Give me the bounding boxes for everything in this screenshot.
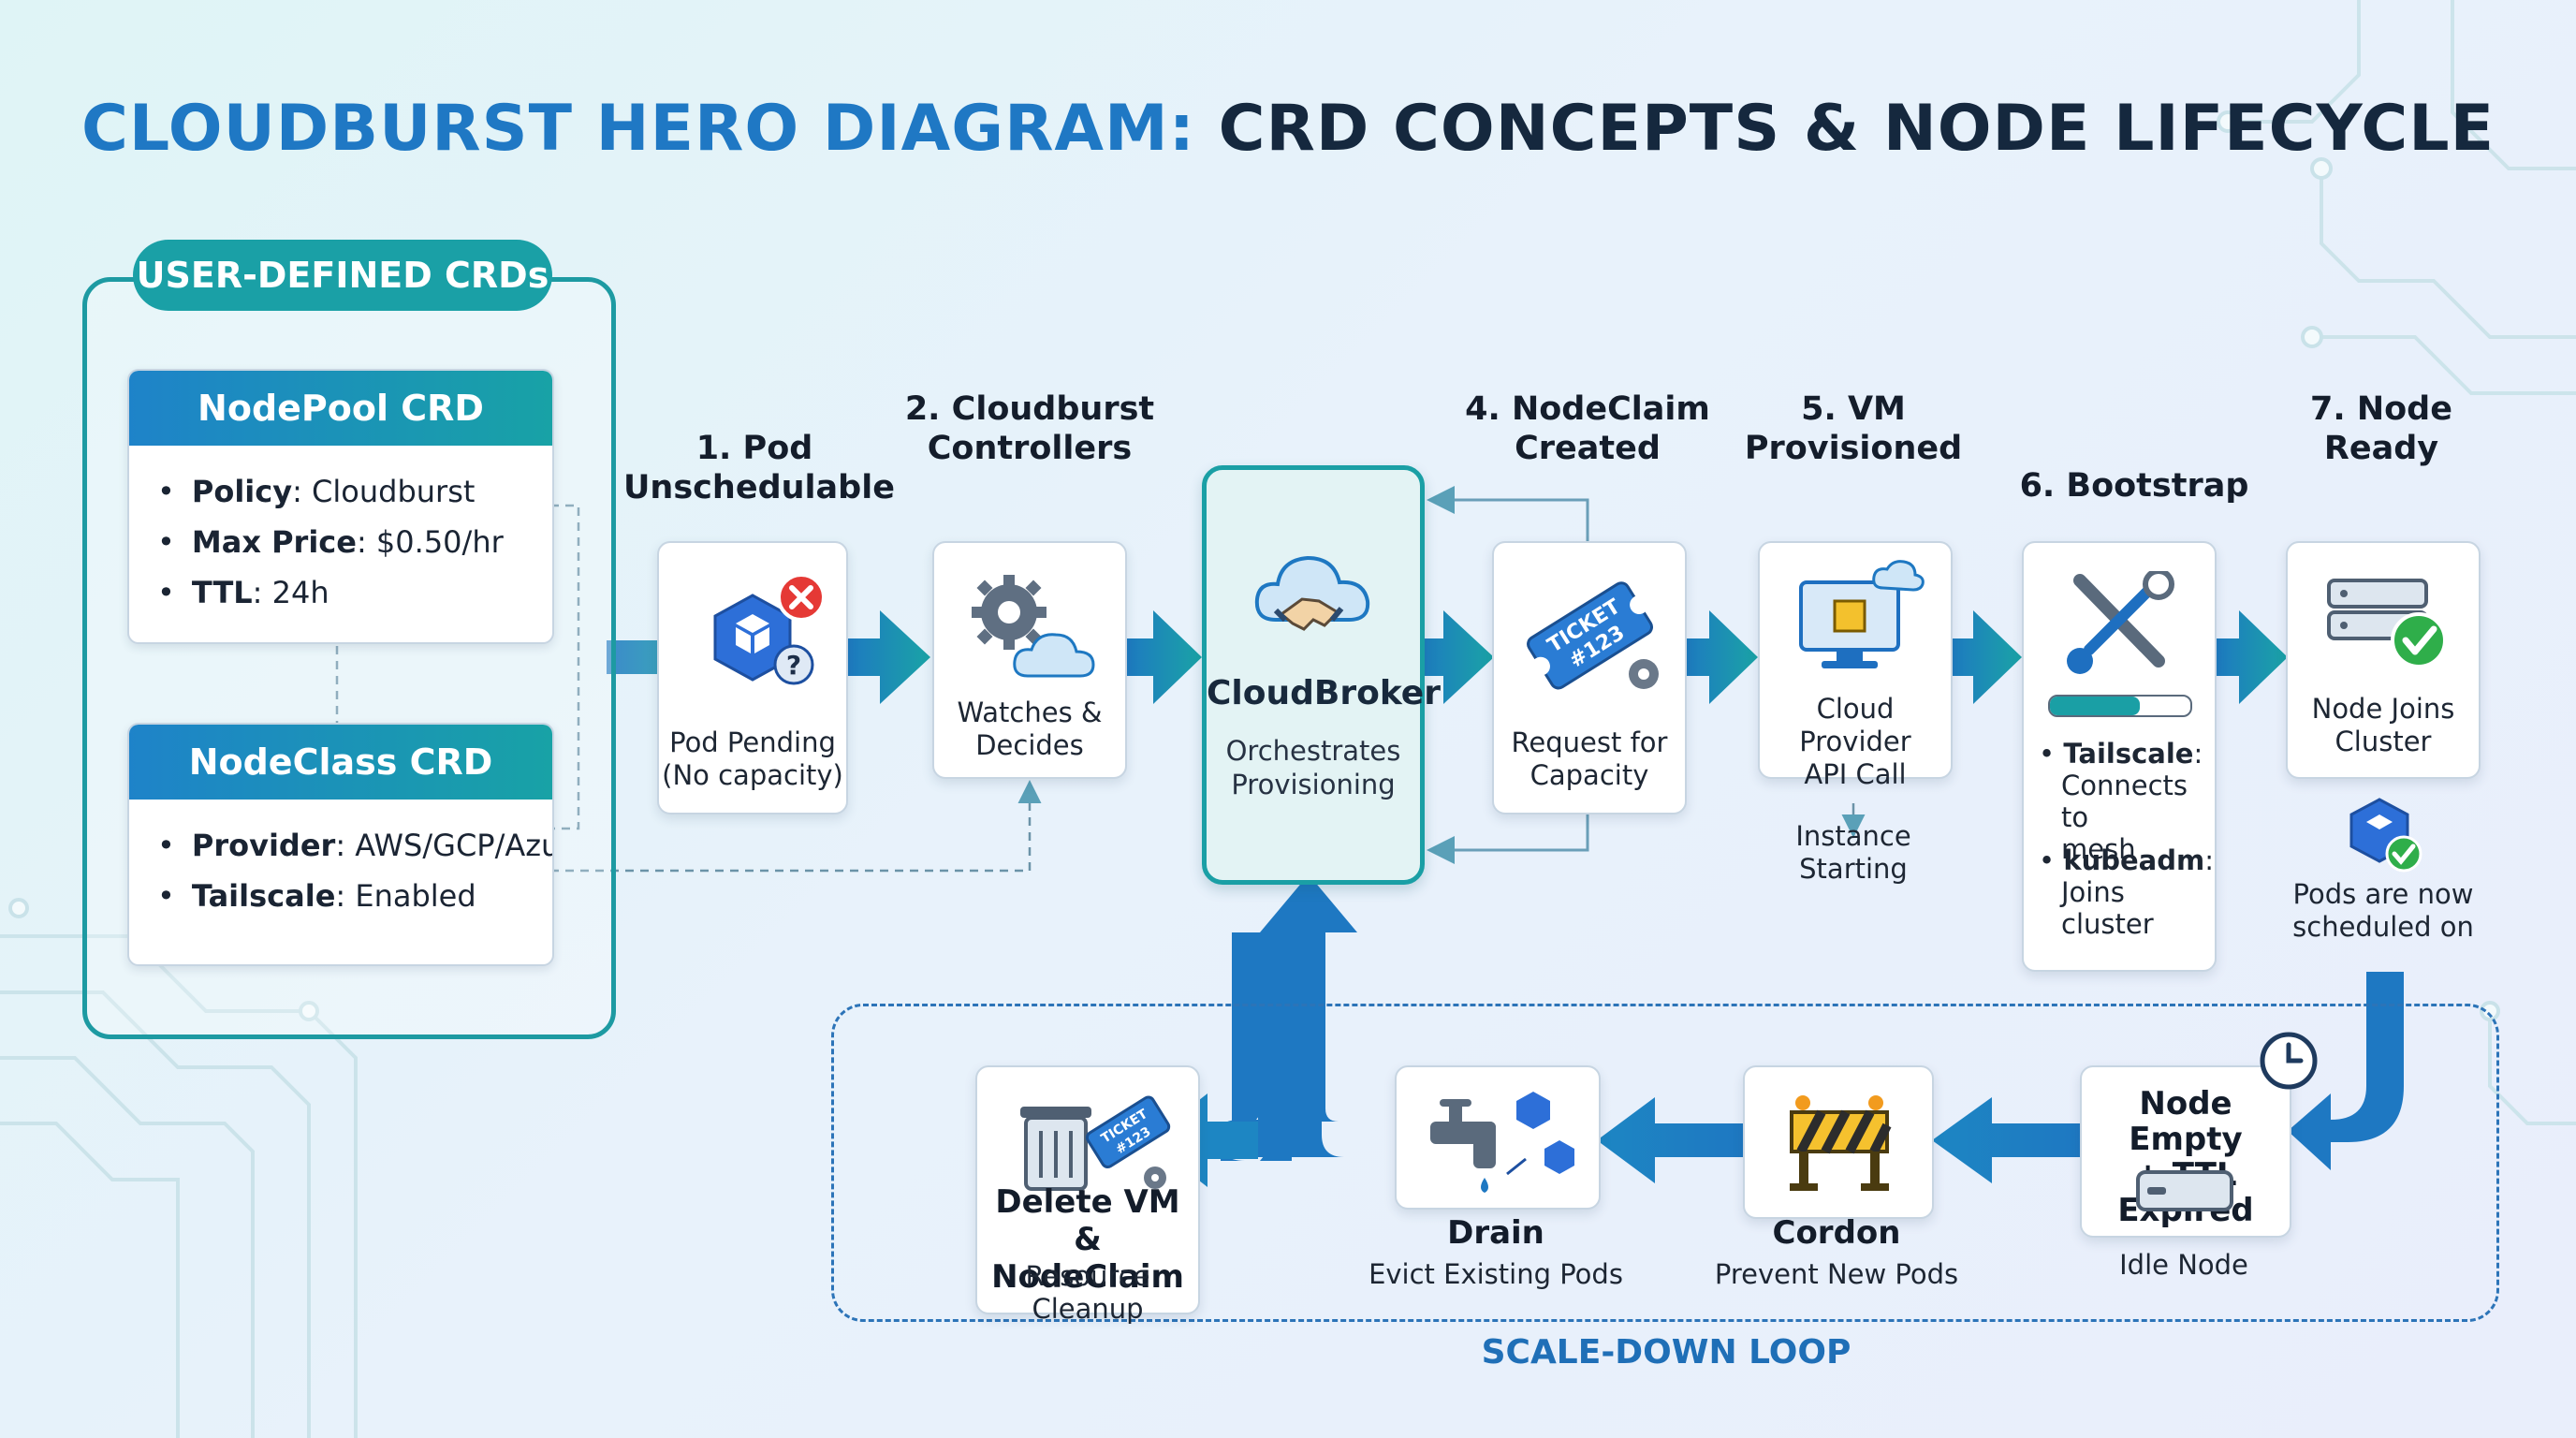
nodeclass-item: Tailscale: Enabled xyxy=(157,871,552,921)
trash-ticket-icon: TICKET #123 xyxy=(1020,1095,1171,1191)
cloudbroker-name: CloudBroker xyxy=(1207,674,1441,712)
title-part-1: CLOUDBURST HERO DIAGRAM: xyxy=(80,92,1195,166)
scale-down-loop-frame xyxy=(831,1004,2499,1322)
drain-card[interactable] xyxy=(1395,1065,1601,1210)
step2-caption: Watches &Decides xyxy=(957,697,1103,761)
idle-server-icon xyxy=(2136,1170,2233,1211)
ticket-icon: TICKET #123 xyxy=(1527,581,1659,690)
crd-group-header: USER-DEFINED CRDs xyxy=(133,240,552,311)
cordon-sub: Prevent New Pods xyxy=(1714,1258,1959,1290)
step1-caption: Pod Pending(No capacity) xyxy=(662,726,843,791)
barricade-icon xyxy=(1790,1095,1892,1191)
scale-down-loop-title: SCALE-DOWN LOOP xyxy=(1481,1333,1852,1372)
step6-label: 6. Bootstrap xyxy=(2019,467,2249,505)
title-part-2: CRD CONCEPTS & NODE LIFECYCLE xyxy=(1218,92,2496,166)
question-icon xyxy=(773,644,814,685)
wrench-screwdriver-icon xyxy=(2067,571,2174,674)
delete-title: Delete VM &NodeClaim xyxy=(991,1183,1184,1296)
faucet-icon xyxy=(1430,1092,1574,1193)
step1-card[interactable]: ? Pod Pending(No capacity) xyxy=(657,541,848,814)
nodepool-crd-card[interactable]: NodePool CRD Policy: Cloudburst Max Pric… xyxy=(127,369,554,644)
nodeclass-crd-card[interactable]: NodeClass CRD Provider: AWS/GCP/Azure Ta… xyxy=(127,723,554,966)
nodepool-item: TTL: 24h xyxy=(157,567,552,618)
nodepool-crd-title: NodePool CRD xyxy=(129,371,552,446)
monitor-chip-icon xyxy=(1799,560,1925,668)
scheduled-pod-icon xyxy=(2349,798,2422,873)
bootstrap-bullet-tailscale: • Tailscale: Connects to mesh xyxy=(2039,738,2203,865)
nodepool-item: Max Price: $0.50/hr xyxy=(157,517,552,567)
scale-down-entry-arrow xyxy=(2288,972,2404,1170)
idle-node-card[interactable]: Node Empty+ TTL Expired xyxy=(2080,1065,2291,1238)
svg-text:?: ? xyxy=(786,650,801,681)
page-title: CLOUDBURST HERO DIAGRAM: CRD CONCEPTS & … xyxy=(0,92,2576,166)
handshake-cloud-icon xyxy=(1254,555,1370,631)
bootstrap-bullet-kubeadm: • kubeadm: Joins cluster xyxy=(2039,844,2215,940)
delete-sub: Resource Cleanup xyxy=(1025,1260,1150,1325)
nodeclass-item: Provider: AWS/GCP/Azure xyxy=(157,820,552,871)
bootstrap-progress-bar xyxy=(2048,695,2192,717)
delete-card[interactable]: TICKET #123 Delete VM &NodeClaim Resourc… xyxy=(975,1065,1200,1325)
gear-cloud-icon xyxy=(972,575,1095,678)
step6-card[interactable]: • Tailscale: Connects to mesh • kubeadm:… xyxy=(2022,541,2217,972)
server-check-icon xyxy=(2327,579,2447,668)
pod-cube-icon: ? xyxy=(713,573,826,685)
step2-card[interactable]: Watches &Decides xyxy=(932,541,1127,779)
cordon-card[interactable] xyxy=(1743,1065,1934,1219)
drain-sub: Evict Existing Pods xyxy=(1368,1258,1623,1290)
clock-icon xyxy=(2260,1032,2318,1090)
nodeclass-crd-title: NodeClass CRD xyxy=(129,725,552,800)
idle-node-note: Idle Node xyxy=(2119,1249,2248,1281)
cordon-title: Cordon xyxy=(1772,1214,1901,1252)
nodepool-item: Policy: Cloudburst xyxy=(157,466,552,517)
drain-title: Drain xyxy=(1447,1214,1544,1252)
